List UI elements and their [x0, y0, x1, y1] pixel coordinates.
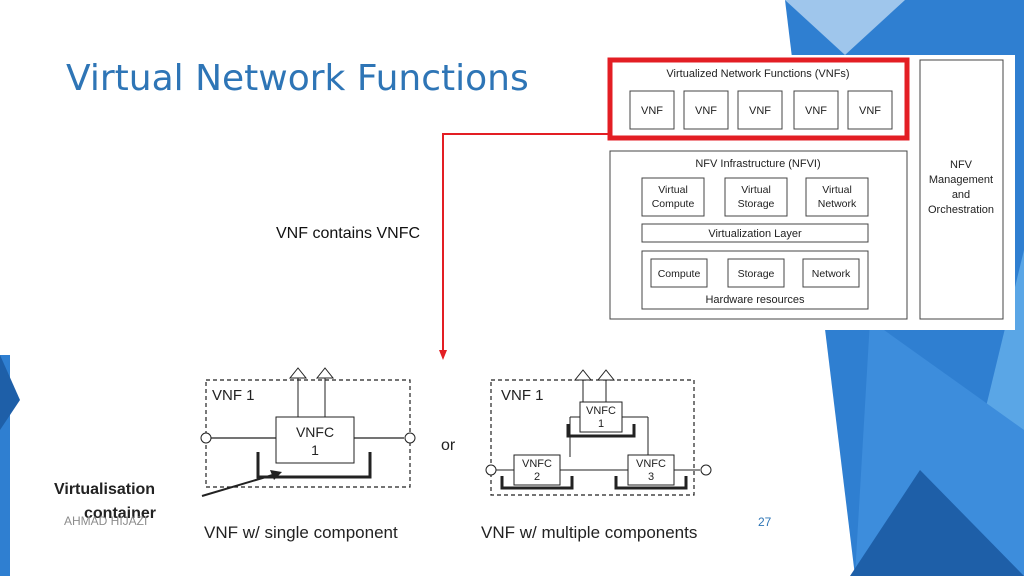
- vnfc-3-line1: VNFC: [636, 458, 666, 470]
- single-component-diagram: VNF 1 VNFC 1: [200, 367, 416, 488]
- virtual-compute-line2: Compute: [652, 198, 695, 210]
- caption-single: VNF w/ single component: [204, 523, 398, 542]
- vnfs-title: Virtualized Network Functions (VNFs): [666, 68, 849, 80]
- vnf-box-3: [737, 90, 783, 130]
- vnf-box-3-label: VNF: [749, 105, 771, 117]
- annotation-vnf-contains-vnfc: VNF contains VNFC: [276, 225, 421, 242]
- bottom-dark-triangle: [850, 470, 1024, 576]
- hardware-network-box: [802, 258, 860, 288]
- multi-right-port: [700, 464, 712, 476]
- multi-up-arrow-2: [596, 369, 616, 381]
- hardware-compute-label: Compute: [658, 268, 701, 280]
- footer-author: AHMAD HIJAZI: [64, 514, 148, 528]
- virtual-storage-line2: Storage: [738, 198, 775, 210]
- vnf-box-2-label: VNF: [695, 105, 717, 117]
- virtualization-layer-box: [641, 223, 869, 243]
- vnfc-2-container: [500, 476, 574, 490]
- connector-line: [442, 133, 612, 352]
- mano-line4: Orchestration: [928, 204, 994, 216]
- vnfc-1-line1: VNFC: [586, 405, 616, 417]
- vnf-box-4-label: VNF: [805, 105, 827, 117]
- single-up-arrow-2: [315, 367, 335, 379]
- multi-up-arrow-1: [573, 369, 593, 381]
- left-edge-triangle: [0, 355, 20, 430]
- virtualization-layer-label: Virtualization Layer: [708, 228, 802, 240]
- vnf-box-5: [847, 90, 893, 130]
- caption-multi: VNF w/ multiple components: [481, 523, 697, 542]
- mano-box: [919, 59, 1004, 320]
- single-right-port: [404, 432, 416, 444]
- mano-line3: and: [952, 189, 970, 201]
- virtual-storage-box: [724, 177, 788, 217]
- or-label: or: [441, 437, 456, 454]
- single-vnfc-line2: 1: [311, 442, 319, 458]
- multi-left-port: [485, 464, 497, 476]
- vnfc-2-line1: VNFC: [522, 458, 552, 470]
- single-vnfc-box: [275, 416, 355, 464]
- multi-vnf-title: VNF 1: [501, 387, 544, 404]
- multi-component-diagram: VNF 1 VNFC 1 VNFC 2 VNFC 3: [485, 369, 712, 496]
- virtual-storage-line1: Virtual: [741, 184, 771, 196]
- vnfc-2-line2: 2: [534, 471, 540, 483]
- single-container-bracket: [256, 452, 372, 479]
- container-label-line1: Virtualisation: [54, 481, 155, 498]
- vnf-box-1-label: VNF: [641, 105, 663, 117]
- vnfc-3-container: [614, 476, 688, 490]
- single-up-arrow-1: [288, 367, 308, 379]
- vnf-box-5-label: VNF: [859, 105, 881, 117]
- top-light-triangle: [785, 0, 905, 55]
- nfv-architecture-diagram: Virtualized Network Functions (VNFs) VNF…: [595, 55, 1015, 330]
- single-left-port: [200, 432, 212, 444]
- connector-arrowhead: [439, 350, 447, 360]
- vnfc-1-line2: 1: [598, 418, 604, 430]
- mano-line1: NFV: [950, 159, 973, 171]
- nfvi-title: NFV Infrastructure (NFVI): [695, 158, 820, 170]
- hardware-storage-box: [727, 258, 785, 288]
- container-pointer-arrowhead: [270, 470, 282, 480]
- container-pointer-line: [201, 473, 277, 497]
- hardware-storage-label: Storage: [738, 268, 775, 280]
- slide-title: Virtual Network Functions: [66, 58, 529, 99]
- hardware-network-label: Network: [812, 268, 851, 280]
- vnf-box-2: [683, 90, 729, 130]
- single-vnfc-line1: VNFC: [296, 424, 334, 440]
- vnfc-1-box: [579, 401, 623, 433]
- hardware-compute-box: [650, 258, 708, 288]
- vnfc-3-box: [627, 454, 675, 486]
- vnf-box-4: [793, 90, 839, 130]
- virtual-compute-box: [641, 177, 705, 217]
- vnfc-3-line2: 3: [648, 471, 654, 483]
- vnf-row: VNF VNF VNF VNF VNF: [629, 90, 893, 130]
- vnfc-diagram: VNF 1 VNFC 1 or VNF 1 VNFC 1: [54, 367, 712, 542]
- mano-line2: Management: [929, 174, 993, 186]
- vnfc-1-container: [566, 424, 636, 438]
- virtual-network-line1: Virtual: [822, 184, 852, 196]
- virtual-network-line2: Network: [818, 198, 857, 210]
- hardware-resources-label: Hardware resources: [705, 294, 805, 306]
- vnf-box-1: [629, 90, 675, 130]
- multi-vnf-boundary: [490, 379, 695, 496]
- virtual-compute-line1: Virtual: [658, 184, 688, 196]
- vnfc-2-box: [513, 454, 561, 486]
- page-number: 27: [758, 515, 772, 529]
- virtual-network-box: [805, 177, 869, 217]
- single-vnf-title: VNF 1: [212, 387, 255, 404]
- container-label-line2: container: [84, 505, 156, 522]
